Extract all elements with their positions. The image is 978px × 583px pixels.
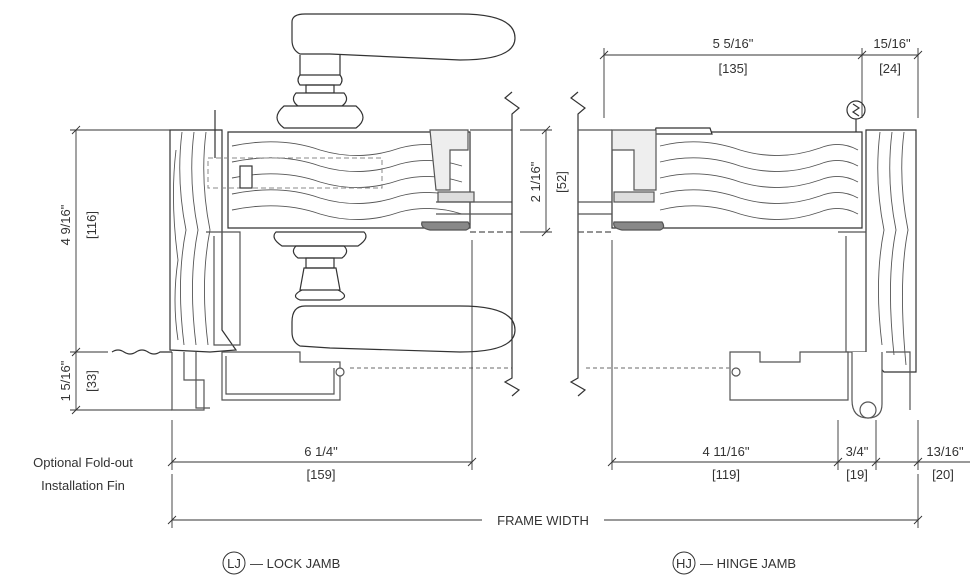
lock-break-line [503, 91, 521, 397]
hinge-jamb-caption: — HINGE JAMB [700, 556, 796, 571]
dim-hinge-top-offset-mm: [24] [879, 61, 901, 76]
dimension-labels: 5 5/16" [135] 15/16" [24] 2 1/16" [52] 4… [58, 36, 964, 528]
dimension-lines [70, 48, 970, 528]
dim-panel-thickness-mm: [52] [554, 171, 569, 193]
hinge-door-panel [611, 127, 863, 229]
labels: Optional Fold-out Installation Fin LJ — … [33, 455, 796, 575]
hinge-jamb-badge: HJ [676, 556, 692, 571]
dim-lock-sill-depth: 1 5/16" [58, 360, 73, 401]
dim-hinge-bottom-gap: 3/4" [846, 444, 869, 459]
lock-jamb-badge-circle [222, 551, 246, 575]
dim-lock-bottom-width: 6 1/4" [304, 444, 338, 459]
lock-jamb-section [111, 13, 521, 411]
hinge-jamb-section [569, 91, 917, 419]
dim-lock-sill-depth-mm: [33] [84, 370, 99, 392]
lock-door-panel [207, 110, 471, 229]
dim-hinge-side-offset-mm: [20] [932, 467, 954, 482]
dim-hinge-top-width: 5 5/16" [713, 36, 754, 51]
lever-handle-top [276, 13, 516, 129]
hinge-knuckle [846, 100, 866, 132]
lock-glazing-detail [421, 129, 512, 233]
dim-hinge-bottom-width-mm: [119] [712, 467, 740, 482]
lever-handle-bottom [273, 231, 516, 353]
hinge-frame-wood [865, 129, 917, 373]
hinge-glazing-detail [578, 129, 665, 233]
hinge-jamb-badge-circle [672, 551, 696, 575]
fin-label-line2: Installation Fin [41, 478, 125, 493]
dim-hinge-side-offset: 13/16" [926, 444, 964, 459]
installation-fin-line [111, 349, 172, 355]
dim-hinge-top-offset: 15/16" [873, 36, 911, 51]
hinge-side-profiles [586, 231, 911, 419]
dim-lock-frame-depth-mm: [116] [84, 211, 99, 239]
dim-frame-width: FRAME WIDTH [497, 513, 589, 528]
lock-frame-wood [169, 129, 238, 353]
lock-sill-profiles [171, 231, 512, 411]
hinge-break-line [569, 91, 587, 397]
dim-hinge-bottom-gap-mm: [19] [846, 467, 868, 482]
dim-hinge-top-width-mm: [135] [719, 61, 748, 76]
fin-label-line1: Optional Fold-out [33, 455, 133, 470]
dim-lock-frame-depth: 4 9/16" [58, 204, 73, 245]
dim-panel-thickness: 2 1/16" [528, 161, 543, 202]
lock-jamb-caption: — LOCK JAMB [250, 556, 340, 571]
dim-lock-bottom-width-mm: [159] [307, 467, 336, 482]
dim-hinge-bottom-width: 4 11/16" [702, 444, 749, 459]
lock-jamb-badge: LJ [227, 556, 241, 571]
